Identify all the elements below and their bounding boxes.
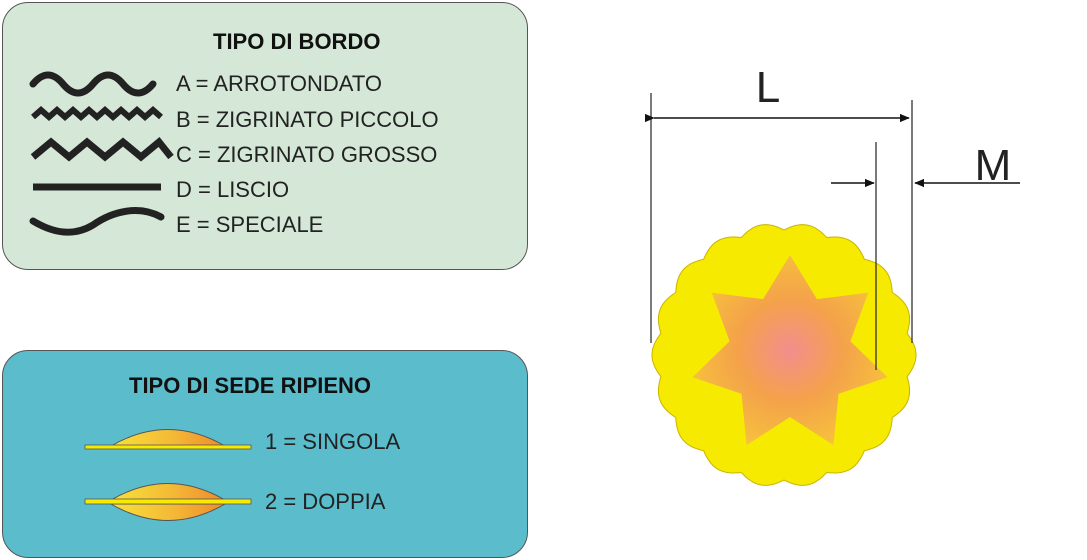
filling-seat-panel: TIPO DI SEDE RIPIENO 1 = SINGOLA 2 = DOP… xyxy=(2,350,528,558)
seat-double-label: 2 = DOPPIA xyxy=(265,489,386,514)
edge-type-c-label: C = ZIGRINATO GROSSO xyxy=(176,142,438,167)
star-filling-shape xyxy=(692,255,888,446)
double-pocket-icon xyxy=(84,483,252,521)
single-pocket-icon xyxy=(84,429,252,450)
edge-type-title: TIPO DI BORDO xyxy=(213,29,381,54)
curve-icon xyxy=(29,207,165,236)
edge-type-panel: TIPO DI BORDO A = ARROTONDATO B = ZIGRIN… xyxy=(2,2,528,270)
margin-label: M xyxy=(975,141,1012,190)
wave-icon xyxy=(29,71,157,97)
seat-single-label: 1 = SINGOLA xyxy=(265,429,401,454)
edge-type-e-label: E = SPECIALE xyxy=(176,212,324,237)
length-label: L xyxy=(756,63,780,112)
edge-type-b-label: B = ZIGRINATO PICCOLO xyxy=(176,107,439,132)
small-zigzag-icon xyxy=(31,106,163,121)
edge-type-d-label: D = LISCIO xyxy=(176,177,290,202)
filling-seat-title: TIPO DI SEDE RIPIENO xyxy=(129,373,372,398)
large-zigzag-icon xyxy=(30,137,174,162)
edge-type-a-label: A = ARROTONDATO xyxy=(176,71,383,96)
pasta-dimension-diagram: L M xyxy=(644,63,1020,486)
straight-line-icon xyxy=(33,183,161,191)
